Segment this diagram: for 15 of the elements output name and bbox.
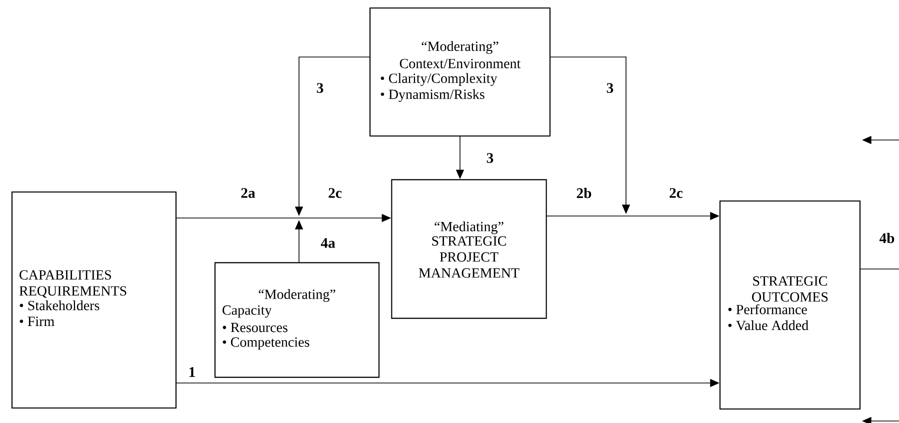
edge-label: 3 — [316, 83, 324, 93]
path-label: 2c — [670, 188, 683, 198]
box: “Moderating” Context/Environment • Clarity/Complexity • Dynamism/Risks — [369, 7, 551, 137]
edge-label: 2a — [241, 188, 256, 198]
edge-label: 3 — [486, 153, 494, 163]
edge-label: 2b — [576, 188, 592, 198]
box: CAPABILITIES REQUIREMENTS • Stakeholders • Firm — [11, 191, 177, 409]
box: “Moderating” Capacity • Resources • Competencies — [214, 262, 380, 378]
edge-label: 3 — [606, 83, 614, 93]
box: “Mediating” STRATEGIC PROJECT MANAGEMENT — [391, 179, 547, 319]
edge-label: 4a — [320, 238, 336, 248]
edge-label: 1 — [190, 367, 195, 377]
path-label: 2c — [328, 188, 342, 198]
box: STRATEGIC OUTCOMES • Performance • Value Added — [719, 200, 861, 410]
edge-label: 4b — [879, 232, 894, 244]
